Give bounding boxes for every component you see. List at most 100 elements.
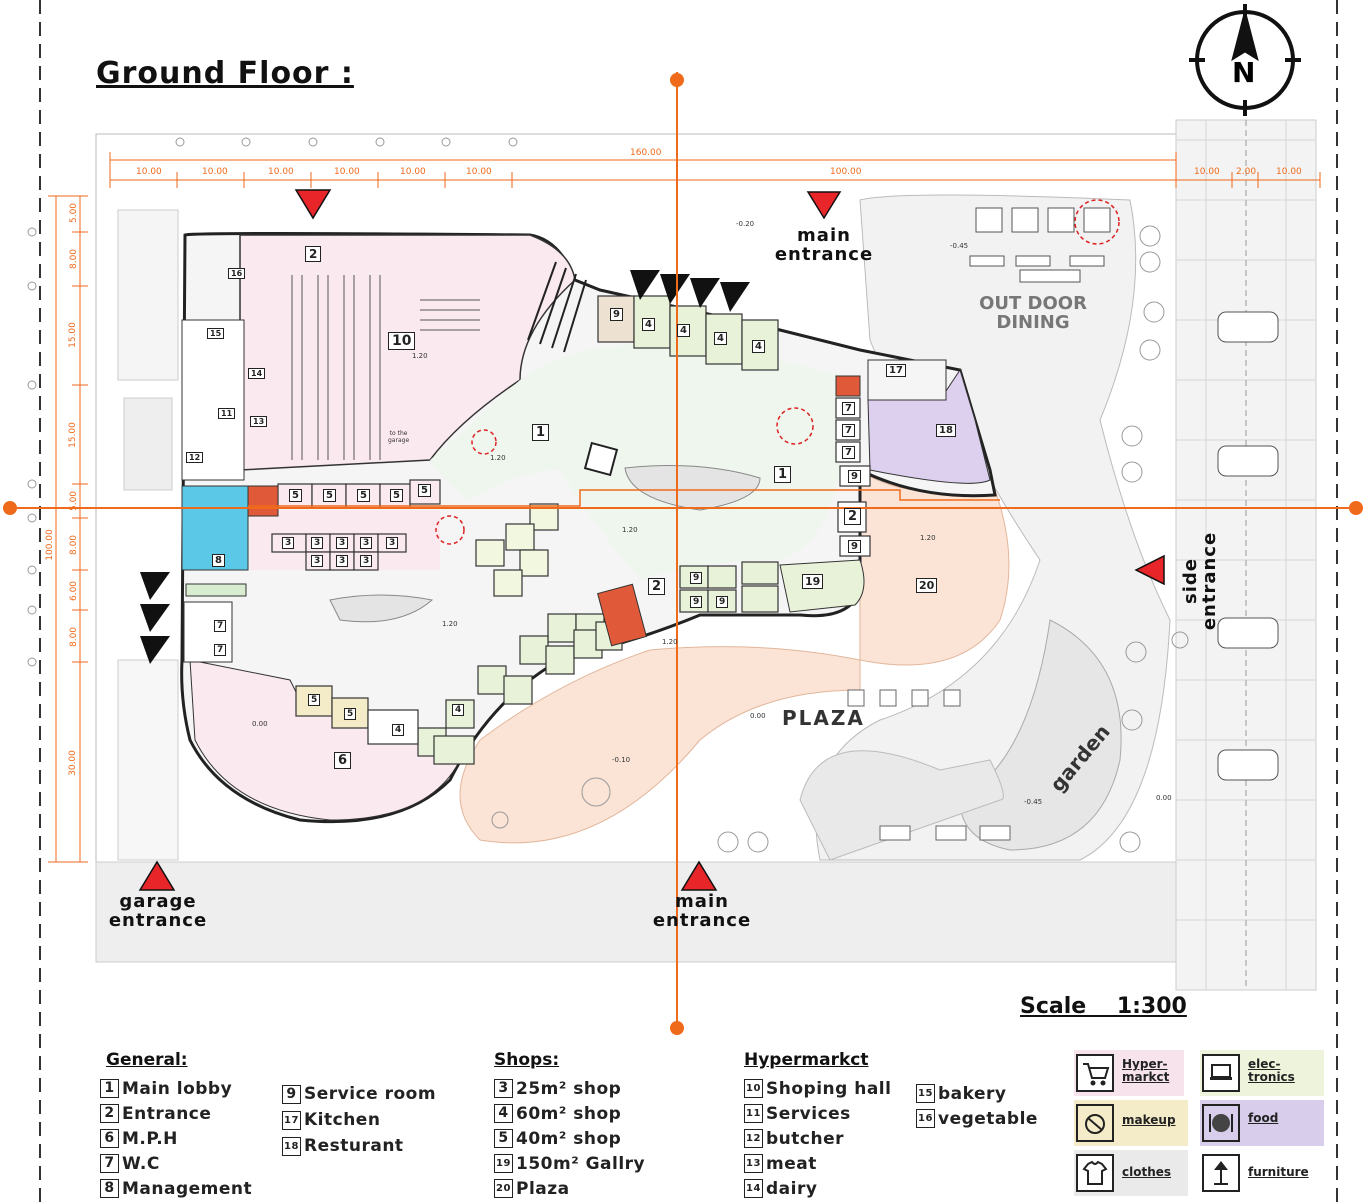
legend-label: M.P.H <box>122 1128 178 1149</box>
legend-number: 7 <box>100 1154 119 1173</box>
dim-seg: 10.00 <box>202 167 228 177</box>
parking-left <box>117 209 179 861</box>
legend-heading: General: <box>106 1050 188 1070</box>
dim-left-seg: 5.00 <box>69 490 80 512</box>
main-lobby-area <box>430 344 840 580</box>
room-tag: 1 <box>532 424 550 441</box>
room-tag: 9 <box>690 596 703 608</box>
legend-number: 12 <box>744 1129 763 1148</box>
room-tag: 17 <box>886 364 906 377</box>
room-tag: 3 <box>311 555 324 567</box>
plaza-bench <box>799 750 1004 861</box>
legend-number: 16 <box>916 1109 935 1128</box>
level-mark: 1.20 <box>442 620 458 628</box>
planter-center <box>624 465 761 511</box>
legend-number: 8 <box>100 1179 119 1198</box>
legend-number: 17 <box>282 1110 301 1130</box>
key-label: elec- tronics <box>1248 1057 1295 1084</box>
room-tag: 4 <box>752 340 765 353</box>
makeup-icon <box>1076 1104 1114 1142</box>
dining-tables <box>969 207 1111 283</box>
mph-area <box>189 659 461 821</box>
plaza-area <box>459 469 1010 844</box>
room-tag: 14 <box>248 368 266 379</box>
legend-number: 15 <box>916 1084 935 1103</box>
dim-seg: 10.00 <box>136 167 162 177</box>
legend-number: 4 <box>494 1104 513 1123</box>
north-label: N <box>1232 56 1256 89</box>
entrance-arrows <box>138 189 1165 891</box>
dim-seg: 10.00 <box>334 167 360 177</box>
entrance-sawtooth <box>630 270 750 312</box>
garage-ramp-hatch <box>140 572 170 664</box>
level-mark: 1.20 <box>662 638 678 646</box>
level-mark: -0.20 <box>736 220 755 228</box>
room-tag: 7 <box>842 424 855 437</box>
legend-label: 150m² Gallry <box>516 1153 646 1174</box>
level-mark: 0.00 <box>750 712 766 720</box>
dim-seg: 10.00 <box>268 167 294 177</box>
room-tag: 4 <box>452 704 465 716</box>
level-mark: 1.20 <box>920 534 936 542</box>
stair-cores <box>247 375 861 647</box>
legend-label: butcher <box>766 1128 844 1149</box>
room-tag: 6 <box>334 752 352 769</box>
section-axes <box>8 72 1356 1032</box>
dim-top-total: 160.00 <box>630 148 662 158</box>
room-tag: 4 <box>392 724 405 736</box>
room-tag: 18 <box>936 424 956 437</box>
legend-number: 3 <box>494 1079 513 1098</box>
scale-label: Scale 1:300 <box>1020 994 1187 1019</box>
to-garage-label: to the garage <box>388 430 410 444</box>
kitchen-area <box>867 359 947 401</box>
legend-label: Shoping hall <box>766 1078 892 1099</box>
room-tag: 5 <box>390 489 403 502</box>
key-label: makeup <box>1122 1113 1176 1127</box>
room-tag: 9 <box>716 596 729 608</box>
legend-heading: Hypermarkct <box>744 1050 869 1070</box>
legend-label: Entrance <box>122 1103 212 1124</box>
legend-number: 14 <box>744 1179 763 1198</box>
legend-label: Resturant <box>304 1136 404 1156</box>
room-tag: 4 <box>642 318 655 331</box>
legend-number: 6 <box>100 1129 119 1148</box>
outdoor-dining-label: OUT DOOR DINING <box>979 293 1087 333</box>
dimension-lines-left <box>48 195 88 863</box>
room-tag: 11 <box>218 408 236 419</box>
legend-label: 25m² shop <box>516 1078 622 1099</box>
view-markers <box>435 199 1120 545</box>
room-tag: 3 <box>360 555 373 567</box>
room-tag: 5 <box>323 489 336 502</box>
devices-icon <box>1202 1054 1240 1092</box>
room-tag: 3 <box>282 537 295 549</box>
dim-seg-right: 10.00 <box>1276 167 1302 177</box>
level-mark: -0.45 <box>950 242 969 250</box>
room-tag: 7 <box>214 620 227 632</box>
hypermarket-area <box>239 234 576 471</box>
key-hypermarket: Hyper- markct <box>1074 1050 1184 1096</box>
room-tag: 5 <box>308 694 321 706</box>
garage-entrance-label: garage entrance <box>108 891 208 931</box>
shop-cluster-5-center <box>475 503 559 597</box>
drawing-title: Ground Floor : <box>96 56 354 91</box>
legend-label: W.C <box>122 1153 160 1174</box>
legend-number: 19 <box>494 1154 513 1173</box>
legend-heading: Shops: <box>494 1050 560 1070</box>
trees <box>491 225 1189 853</box>
main-entrance-top-label: main entrance <box>774 225 874 265</box>
level-mark: -0.10 <box>612 756 631 764</box>
level-mark: 0.00 <box>252 720 268 728</box>
room-tag: 7 <box>842 446 855 459</box>
legend-label: meat <box>766 1153 817 1174</box>
